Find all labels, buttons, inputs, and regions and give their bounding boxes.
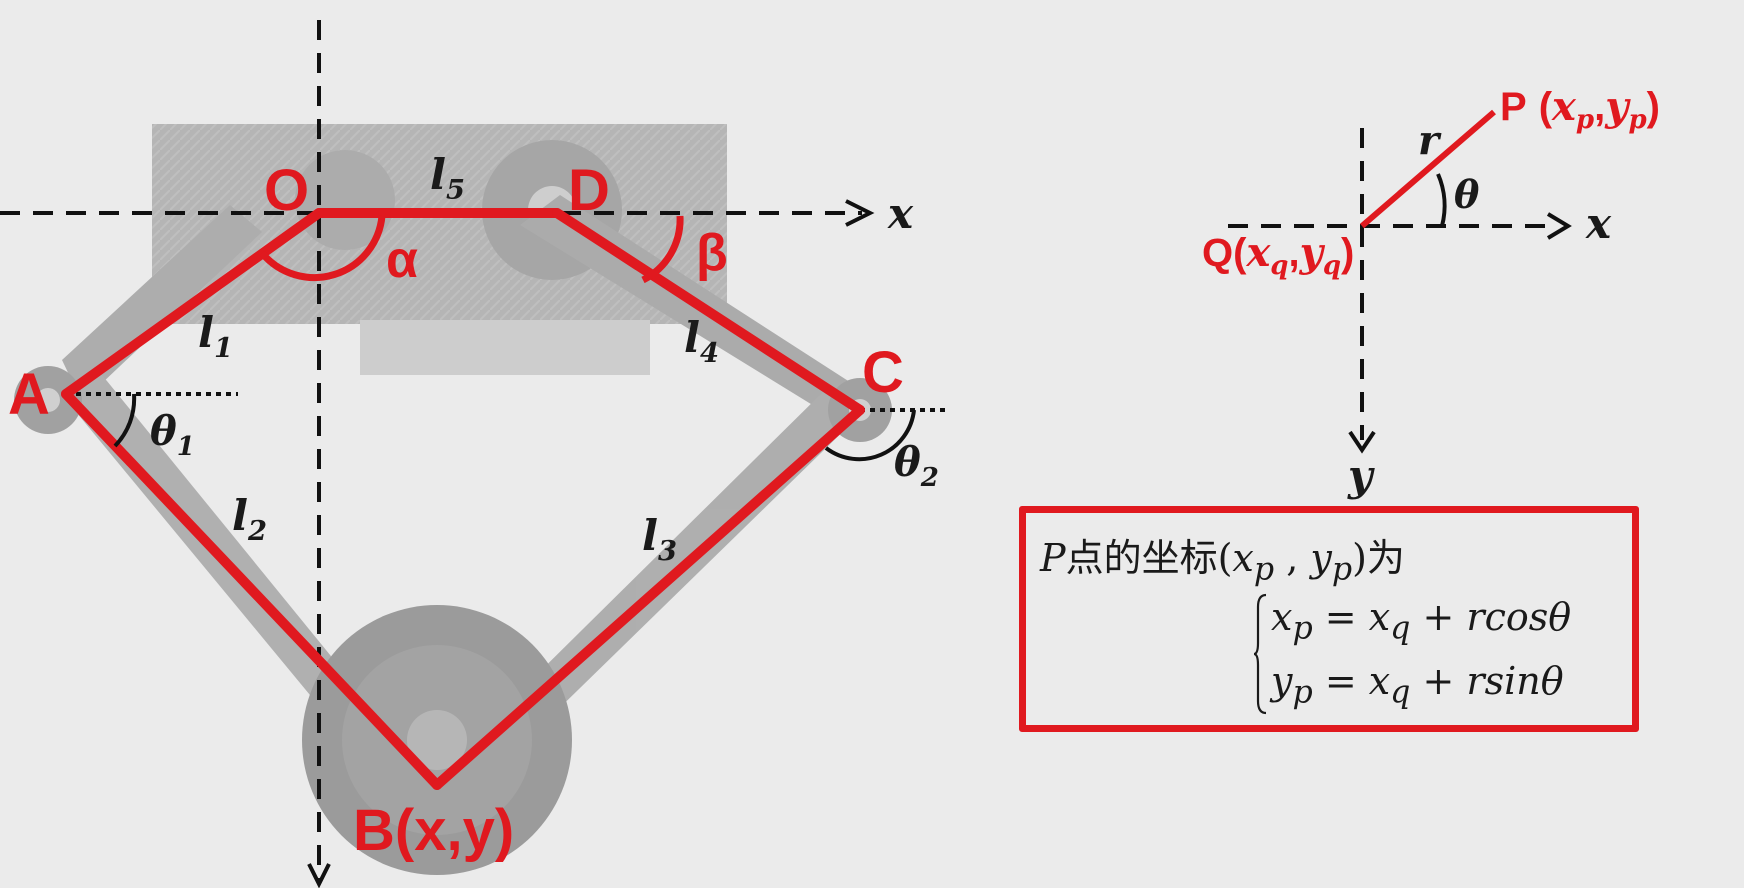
right-y-arrow-icon bbox=[1348, 430, 1376, 454]
theta1-arc bbox=[113, 393, 137, 448]
equation-xp: xp = xq + rcosθ bbox=[1271, 595, 1572, 647]
point-d-label: D bbox=[568, 158, 610, 223]
equation-brace-icon bbox=[1254, 593, 1267, 715]
right-x-label: x bbox=[1585, 199, 1612, 248]
link-l1-label: l1 bbox=[198, 308, 233, 364]
point-c-label: C bbox=[862, 340, 904, 405]
r-label: r bbox=[1418, 117, 1442, 164]
y-axis-arrow-icon bbox=[307, 863, 331, 888]
right-x-arrow-icon bbox=[1546, 212, 1572, 240]
theta1-label: θ1 bbox=[150, 408, 195, 462]
equation-yp: yp = xq + rsinθ bbox=[1271, 659, 1564, 711]
joint-a-hub bbox=[36, 388, 60, 412]
theta-label: θ bbox=[1454, 172, 1480, 217]
right-y-label: y bbox=[1347, 451, 1375, 500]
arm-l1 bbox=[62, 205, 262, 402]
point-p-label: P(xp,yp) bbox=[1500, 83, 1660, 135]
theta-arc bbox=[1436, 173, 1447, 227]
point-q-label: Q(xq,yq) bbox=[1202, 229, 1354, 281]
beta-label: β bbox=[696, 224, 728, 282]
point-o-label: O bbox=[264, 158, 309, 223]
link-l4-label: l4 bbox=[684, 313, 719, 369]
link-l1 bbox=[61, 208, 324, 399]
link-l5-label: l5 bbox=[430, 150, 465, 206]
motor-housing bbox=[360, 320, 650, 375]
right-axes bbox=[1228, 109, 1572, 454]
x-axis-arrow-icon bbox=[845, 199, 875, 227]
alpha-label: α bbox=[386, 231, 418, 289]
five-bar-linkage bbox=[61, 208, 865, 790]
formula-box: P点的坐标(xp , yp)为 xp = xq + rcosθ yp = xq … bbox=[1019, 506, 1639, 732]
wheel-hub bbox=[407, 710, 467, 770]
arm-l4 bbox=[520, 195, 870, 425]
point-b-label: B(x,y) bbox=[353, 798, 514, 863]
link-l4 bbox=[552, 208, 865, 415]
link-l3 bbox=[432, 405, 865, 790]
link-l3-label: l3 bbox=[642, 511, 677, 567]
formula-title: P点的坐标(xp , yp)为 bbox=[1040, 536, 1405, 588]
segment-r bbox=[1360, 109, 1496, 229]
link-l2 bbox=[61, 389, 442, 790]
beta-arc bbox=[641, 215, 684, 284]
theta2-arc bbox=[824, 409, 916, 462]
point-a-label: A bbox=[8, 362, 50, 427]
alpha-arc bbox=[259, 215, 386, 282]
link-l2-label: l2 bbox=[232, 491, 267, 547]
x-axis-label: x bbox=[887, 189, 914, 238]
theta2-label: θ2 bbox=[894, 439, 939, 493]
